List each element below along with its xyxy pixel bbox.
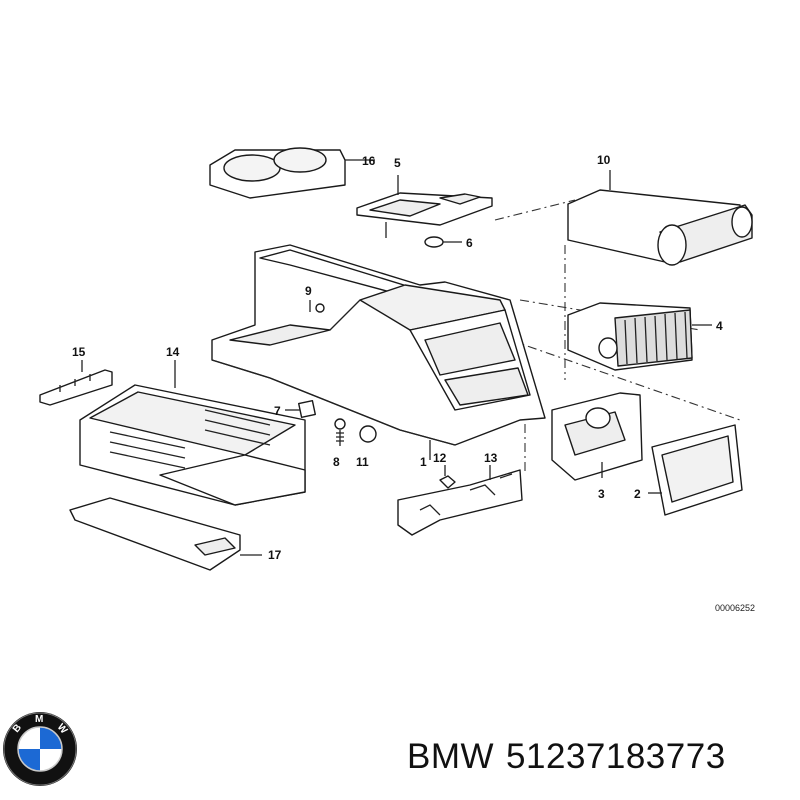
part-13-bracket (397, 465, 523, 536)
callout-2: 2 (634, 487, 641, 501)
part-14-storage-tray (79, 360, 306, 506)
callout-7: 7 (274, 404, 281, 418)
callout-1: 1 (420, 455, 427, 469)
part-17-bracket (69, 497, 262, 571)
bmw-logo: B M W (3, 712, 77, 786)
part-8-screw (334, 418, 346, 446)
callout-16: 16 (362, 154, 376, 168)
callout-4: 4 (716, 319, 723, 333)
part-15-trim-strip (39, 360, 113, 406)
part-number: 51237183773 (506, 737, 726, 776)
logo-letter-m: M (35, 714, 43, 725)
part-6-clip (424, 236, 462, 248)
part-10-armrest (567, 170, 753, 266)
part-5-tray (356, 175, 493, 238)
callout-6: 6 (466, 236, 473, 250)
part-3-trim-panel (551, 392, 643, 481)
part-2-cover-plate (648, 424, 743, 516)
callout-10: 10 (597, 153, 611, 167)
part-1-center-console (211, 244, 546, 460)
part-12-clip (439, 465, 456, 489)
callout-12: 12 (433, 451, 447, 465)
part-9-screw (309, 300, 325, 313)
part-7-grommet (285, 399, 317, 419)
callout-8: 8 (333, 455, 340, 469)
part-number-caption: BMW 51237183773 (407, 737, 738, 777)
brand-name: BMW (407, 737, 495, 776)
callout-9: 9 (305, 284, 312, 298)
callout-11: 11 (356, 455, 369, 469)
callout-15: 15 (72, 345, 86, 359)
callout-13: 13 (484, 451, 498, 465)
callout-3: 3 (598, 487, 605, 501)
callout-5: 5 (394, 156, 401, 170)
part-16-cup-holder (209, 147, 375, 199)
callout-17: 17 (268, 548, 282, 562)
callout-labels: 1 2 3 4 5 6 7 8 9 10 11 12 13 14 15 16 1… (72, 153, 723, 562)
drawing-code: 00006252 (715, 603, 755, 613)
part-4-air-vent (567, 302, 712, 371)
callout-14: 14 (166, 345, 180, 359)
part-11-cap (359, 425, 377, 443)
